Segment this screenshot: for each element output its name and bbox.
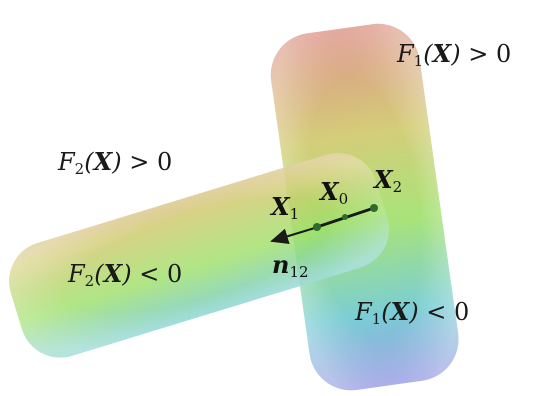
point-x0 bbox=[342, 214, 348, 220]
label-x0: X0 bbox=[320, 177, 349, 208]
label-x2: X2 bbox=[374, 165, 403, 196]
normal-vector-arrow bbox=[270, 226, 319, 244]
label-f2-positive: F2(X) > 0 bbox=[58, 147, 173, 178]
label-f1-negative: F1(X) < 0 bbox=[355, 297, 470, 328]
label-n12: n12 bbox=[272, 250, 309, 281]
point-x2 bbox=[370, 204, 378, 212]
label-f2-negative: F2(X) < 0 bbox=[68, 259, 183, 290]
point-x1 bbox=[313, 223, 321, 231]
label-x1: X1 bbox=[271, 192, 300, 223]
label-f1-positive: F1(X) > 0 bbox=[397, 39, 512, 70]
f2-shape bbox=[9, 152, 390, 358]
